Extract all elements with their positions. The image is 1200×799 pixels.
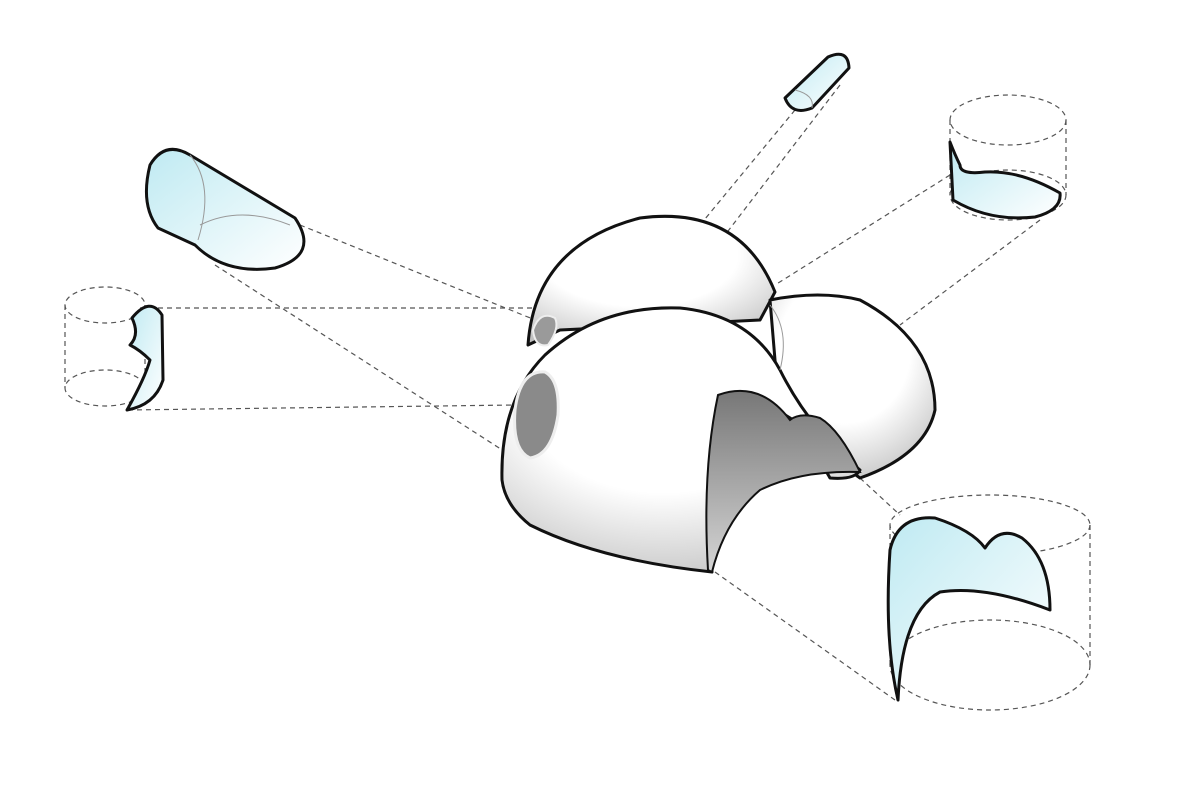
glass-tube-top-left [144,147,306,271]
glass-piece-bottom-right [886,516,1052,702]
arch-opening [705,389,862,574]
back-window-hole [531,314,558,347]
glass-piece-left [125,304,165,412]
side-window-hole [513,370,560,460]
back-dome [526,214,777,347]
glass-tube-small-top [783,52,851,112]
front-dome [500,306,862,574]
glass-piece-top-right [948,140,1062,220]
projection-lines [127,84,1041,701]
dome-cluster [500,214,937,574]
